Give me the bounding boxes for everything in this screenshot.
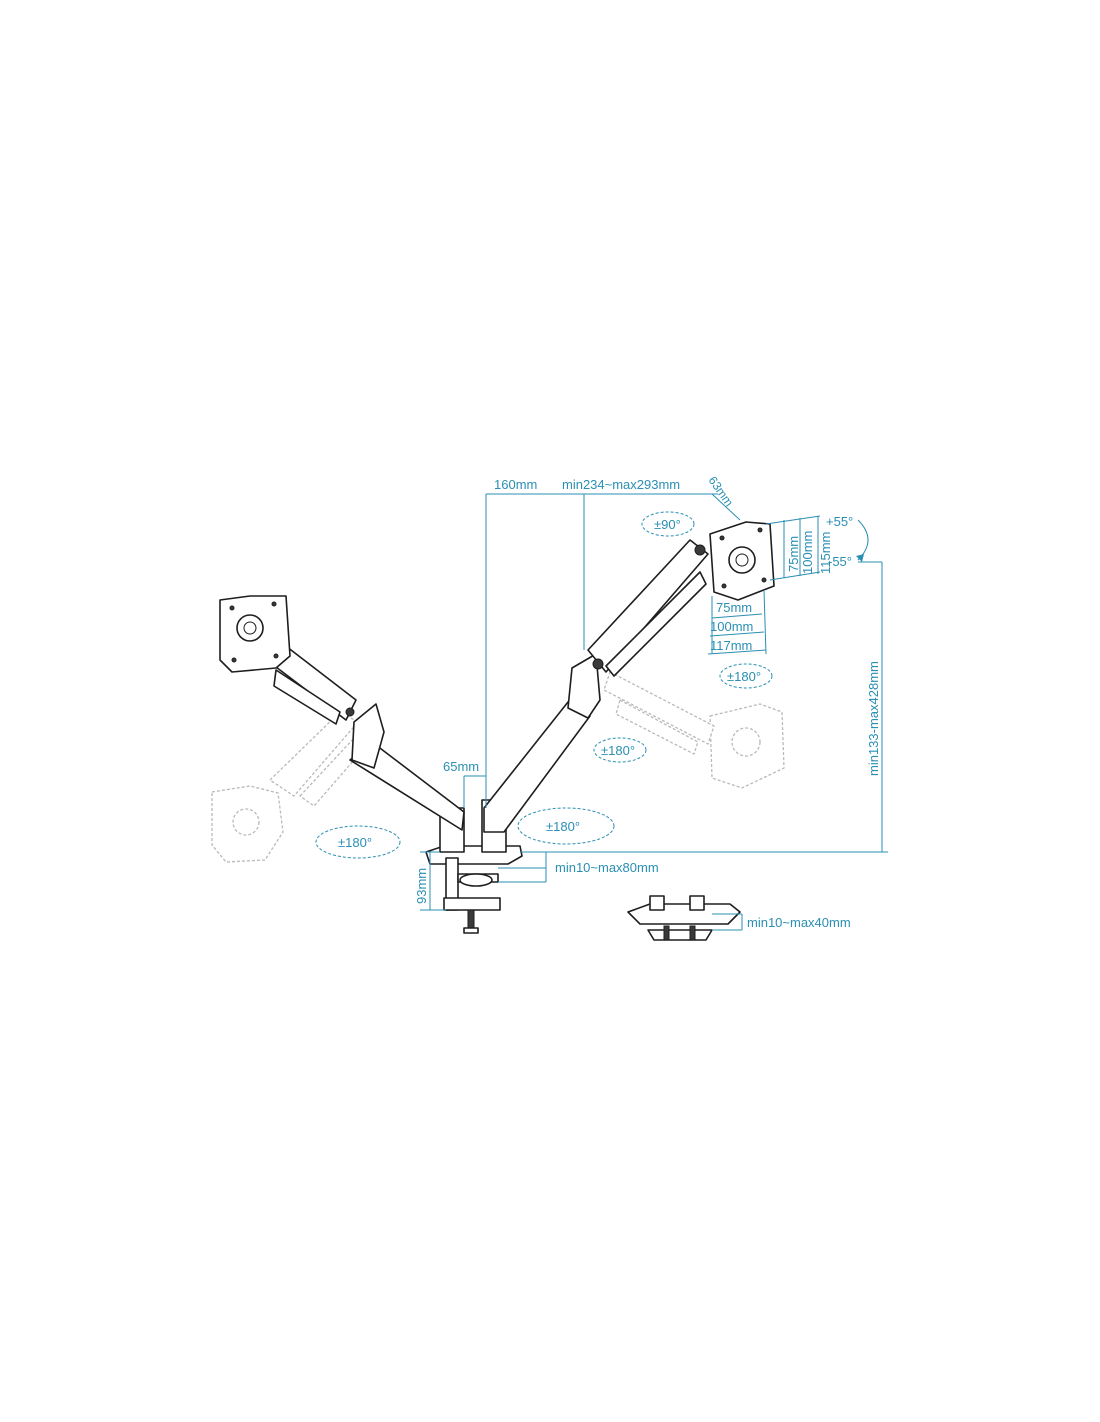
label-65mm: 65mm [443, 759, 479, 774]
ghost-left-monitor-position [211, 711, 369, 863]
desk-clamp-base [425, 799, 523, 934]
label-height-range: min133-max428mm [866, 661, 881, 776]
label-rotate-90: ±90° [654, 517, 681, 532]
label-vesa-v-100: 100mm [800, 531, 815, 574]
rotation-badges [315, 511, 869, 859]
label-vesa-v-115: 115mm [818, 532, 833, 574]
label-swivel-head-right: ±180° [727, 669, 761, 684]
label-93mm: 93mm [414, 868, 429, 904]
label-vesa-v-75: 75mm [786, 536, 801, 572]
ghost-right-monitor-position [603, 671, 785, 789]
label-vesa-h-100: 100mm [710, 619, 753, 634]
label-arm-segment-2: min234~max293mm [562, 477, 680, 492]
label-swivel-base-left: ±180° [338, 835, 372, 850]
grommet-base [627, 895, 741, 941]
label-tilt-down: -55° [828, 554, 852, 569]
right-vesa-plate [709, 521, 775, 601]
label-swivel-arm-right: ±180° [601, 743, 635, 758]
label-swivel-base-right: ±180° [546, 819, 580, 834]
label-63mm: 63mm [706, 474, 737, 509]
left-arm [271, 639, 465, 831]
label-tilt-up: +55° [826, 514, 853, 529]
right-arm [483, 539, 709, 833]
label-160mm: 160mm [494, 477, 537, 492]
label-grommet-range: min10~max40mm [747, 915, 851, 930]
label-clamp-range: min10~max80mm [555, 860, 659, 875]
label-vesa-h-75: 75mm [716, 600, 752, 615]
label-vesa-h-117: 117mm [710, 638, 752, 653]
left-vesa-plate [219, 595, 291, 673]
dimension-lines [420, 493, 888, 931]
